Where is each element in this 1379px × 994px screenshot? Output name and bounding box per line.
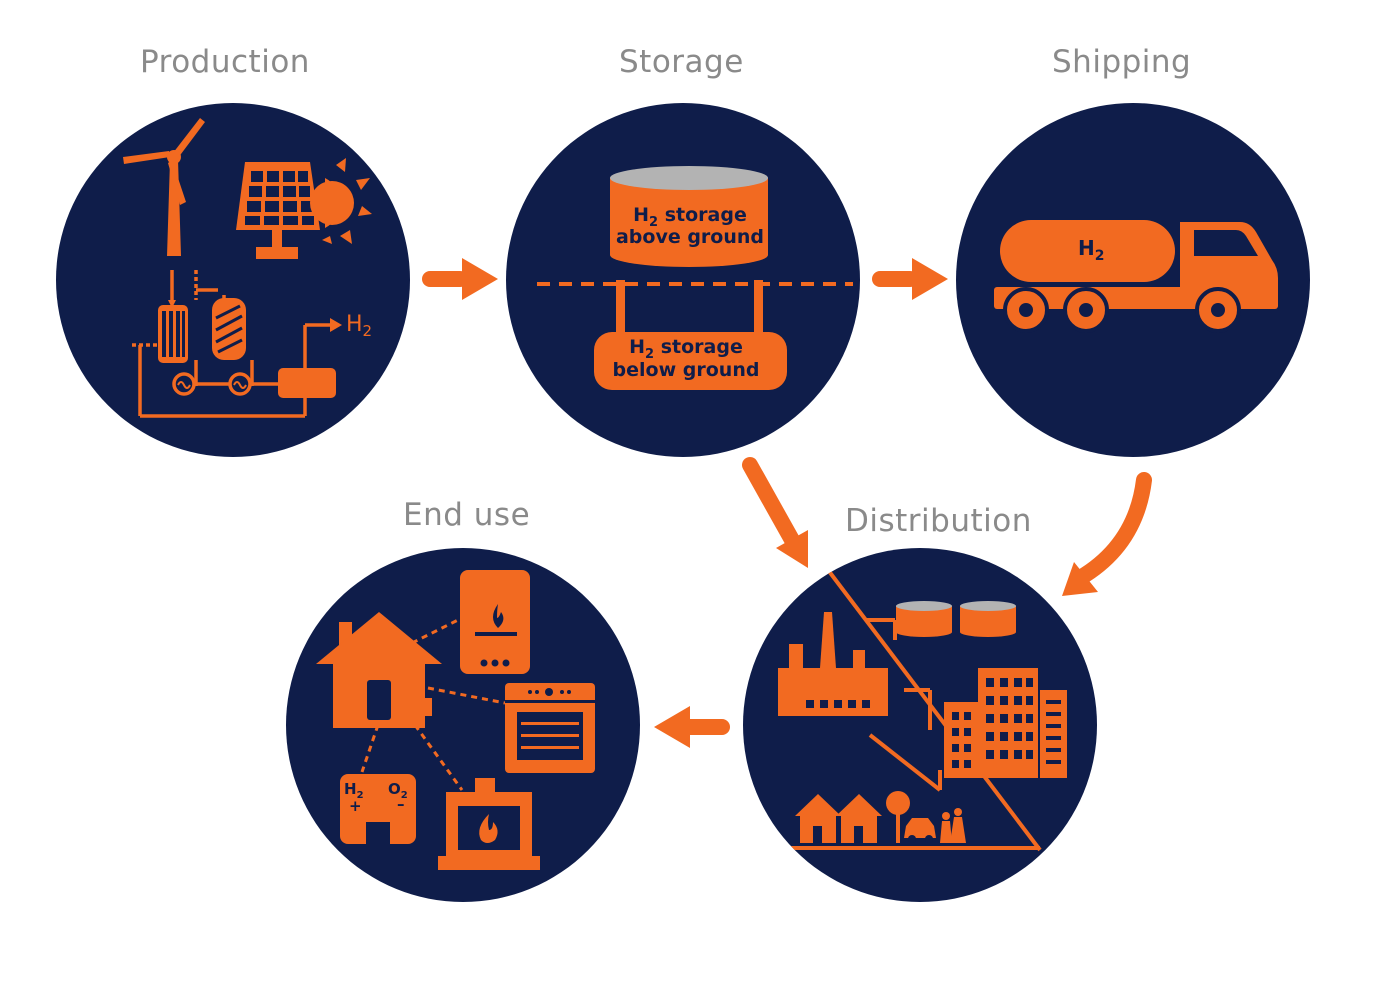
fuel-cell-icon: H2 O2 + – bbox=[340, 774, 416, 844]
arrow-production-storage bbox=[422, 258, 498, 300]
factory-icon bbox=[778, 612, 888, 716]
above-ground-line2: above ground bbox=[616, 226, 764, 248]
end-use-title: End use bbox=[403, 497, 531, 533]
shipping-title: Shipping bbox=[1052, 44, 1192, 80]
storage-tank-above-icon bbox=[610, 166, 768, 267]
production-circle: H2 bbox=[56, 103, 410, 457]
oven-icon bbox=[505, 683, 595, 773]
storage-tank-below-icon bbox=[594, 332, 787, 390]
production-title: Production bbox=[140, 44, 310, 80]
production-h2-label: H2 bbox=[346, 312, 372, 340]
fuel-cell-o2: O2 bbox=[388, 780, 408, 801]
arrow-shipping-distribution bbox=[1062, 472, 1152, 596]
truck-h2-label: H2 bbox=[1078, 236, 1105, 264]
end-use-circle: H2 O2 + – bbox=[286, 548, 640, 902]
below-ground-line2: below ground bbox=[613, 359, 760, 381]
distribution-title: Distribution bbox=[845, 503, 1032, 539]
storage-circle: H2 storage above ground H2 storage below… bbox=[506, 103, 860, 457]
boiler-icon bbox=[460, 570, 530, 674]
wind-turbine-icon bbox=[123, 118, 205, 256]
fireplace-icon bbox=[438, 778, 540, 870]
truck-icon bbox=[994, 220, 1278, 333]
solar-panel-icon bbox=[236, 162, 320, 259]
below-ground-line1: H2 storage bbox=[629, 336, 743, 362]
fuel-cell-h2: H2 bbox=[344, 780, 364, 801]
sun-icon bbox=[310, 158, 372, 244]
fuel-cell-plus: + bbox=[349, 797, 362, 815]
buildings-icon bbox=[944, 668, 1067, 778]
houses-icon bbox=[795, 791, 966, 843]
arrow-distribution-end-use bbox=[654, 706, 730, 748]
above-ground-line1: H2 storage bbox=[633, 204, 747, 230]
house-icon bbox=[316, 612, 442, 728]
storage-title: Storage bbox=[619, 44, 744, 80]
shipping-circle: H2 bbox=[956, 103, 1310, 457]
electrolyser-icon bbox=[132, 270, 342, 418]
distribution-circle bbox=[743, 548, 1097, 902]
arrow-storage-distribution bbox=[742, 457, 808, 568]
fuel-cell-minus: – bbox=[397, 795, 405, 813]
distribution-tanks-icon bbox=[896, 601, 1016, 637]
arrow-storage-shipping bbox=[872, 258, 948, 300]
